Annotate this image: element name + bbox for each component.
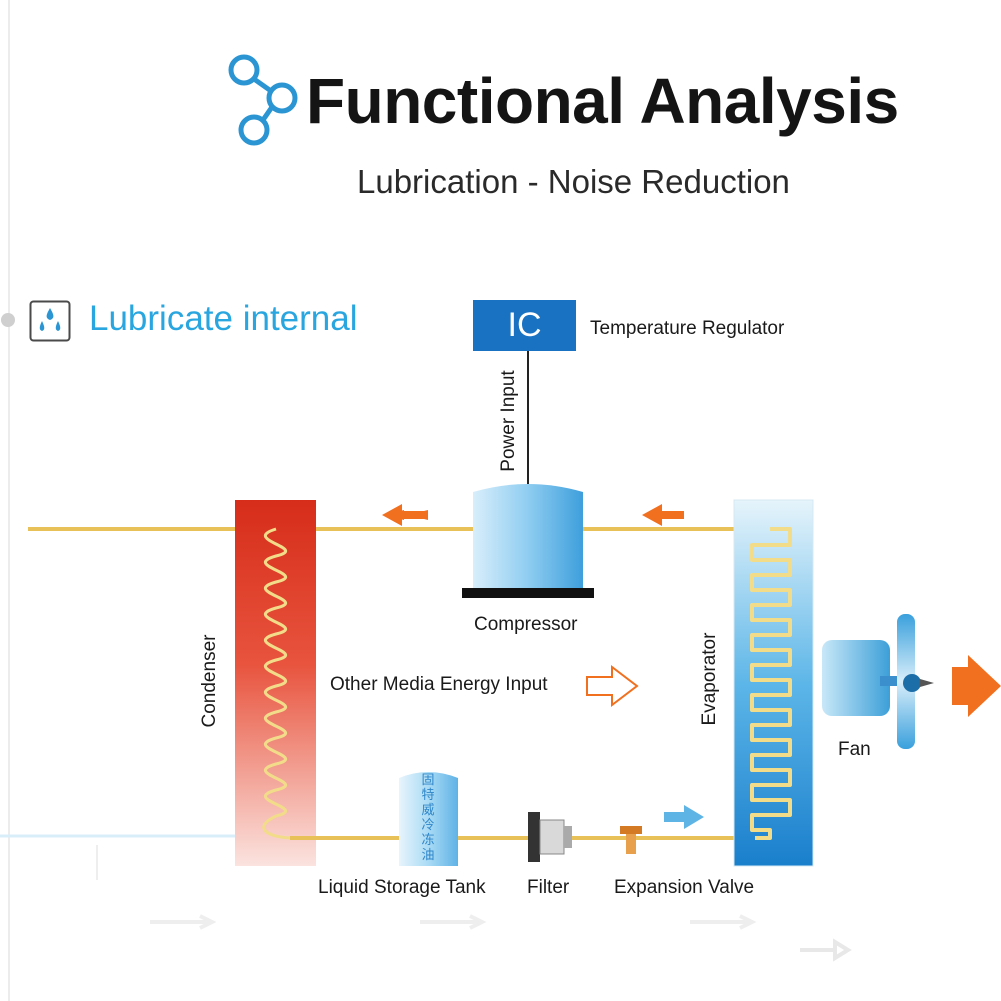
tank-text: 固特威冷冻油 xyxy=(421,772,435,862)
page-subtitle: Lubrication - Noise Reduction xyxy=(357,163,790,200)
evaporator-label: Evaporator xyxy=(699,632,720,726)
filter-shape xyxy=(528,812,572,862)
expansion-valve-label: Expansion Valve xyxy=(614,877,755,898)
expansion-valve-shape xyxy=(620,826,642,854)
flow-arrow-blue xyxy=(664,805,704,829)
flow-arrow-left-2 xyxy=(642,504,684,526)
other-media-label: Other Media Energy Input xyxy=(330,674,548,695)
section-title: Lubricate internal xyxy=(89,299,358,338)
condenser-coil xyxy=(262,527,291,840)
fan-shape xyxy=(822,614,1001,749)
page-title: Functional Analysis xyxy=(306,65,899,137)
outline-arrow xyxy=(586,664,639,708)
ic-box: IC xyxy=(473,300,576,351)
network-nodes-icon xyxy=(228,54,298,146)
compressor-body xyxy=(473,484,583,588)
fan-label: Fan xyxy=(838,739,871,760)
power-input-label: Power Input xyxy=(498,370,519,472)
fan-arrow xyxy=(952,655,1001,717)
filter-label: Filter xyxy=(527,877,570,898)
temperature-regulator-label: Temperature Regulator xyxy=(590,318,785,339)
liquid-storage-tank-label: Liquid Storage Tank xyxy=(318,877,486,898)
compressor-label: Compressor xyxy=(474,614,578,635)
liquid-storage-tank xyxy=(399,772,458,866)
evaporator-coil xyxy=(750,527,792,840)
condenser-label: Condenser xyxy=(199,634,220,728)
water-drops-icon xyxy=(29,300,71,342)
